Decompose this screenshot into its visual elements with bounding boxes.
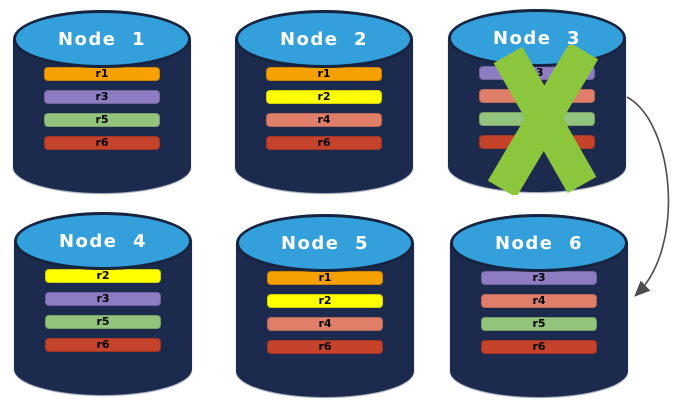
row-list: r1 r2 r4 r6 — [267, 271, 383, 354]
row-bar: r2 — [266, 90, 382, 104]
node-4: Node 4 r2 r3 r5 r6 — [14, 212, 192, 395]
row-bar: r1 — [267, 271, 383, 285]
row-bar: r5 — [44, 113, 160, 127]
row-bar: r4 — [267, 317, 383, 331]
cylinder-top: Node 2 — [235, 10, 413, 68]
row-bar: r6 — [44, 136, 160, 150]
row-bar: r1 — [44, 67, 160, 81]
row-list: r1 r2 r4 r6 — [266, 67, 382, 150]
node-title: Node 6 — [494, 232, 584, 254]
row-bar: r5 — [45, 315, 161, 329]
node-title: Node 1 — [57, 28, 147, 50]
row-bar: r1 — [266, 67, 382, 81]
row-bar: r6 — [45, 338, 161, 352]
cylinder-top: Node 1 — [13, 10, 191, 68]
cylinder-top: Node 3 — [448, 9, 626, 67]
row-bar: r2 — [267, 294, 383, 308]
row-bar: r4 — [481, 294, 597, 308]
cylinder-top: Node 6 — [450, 214, 628, 272]
node-title: Node 4 — [58, 230, 148, 252]
node-5: Node 5 r1 r2 r4 r6 — [236, 214, 414, 397]
cylinder-top: Node 5 — [236, 214, 414, 272]
node-2: Node 2 r1 r2 r4 r6 — [235, 10, 413, 193]
row-bar: r4 — [266, 113, 382, 127]
failure-x-icon — [487, 45, 599, 195]
node-title: Node 5 — [280, 232, 370, 254]
node-6: Node 6 r3 r4 r5 r6 — [450, 214, 628, 397]
cylinder-top: Node 4 — [14, 212, 192, 270]
row-bar: r2 — [45, 269, 161, 283]
row-list: r1 r3 r5 r6 — [44, 67, 160, 150]
row-bar: r6 — [481, 340, 597, 354]
node-1: Node 1 r1 r3 r5 r6 — [13, 10, 191, 193]
row-bar: r6 — [266, 136, 382, 150]
row-list: r3 r4 r5 r6 — [481, 271, 597, 354]
row-bar: r3 — [481, 271, 597, 285]
node-title: Node 3 — [492, 27, 582, 49]
node-title: Node 2 — [279, 28, 369, 50]
row-bar: r3 — [44, 90, 160, 104]
row-bar: r6 — [267, 340, 383, 354]
row-bar: r3 — [45, 292, 161, 306]
row-bar: r5 — [481, 317, 597, 331]
row-list: r2 r3 r5 r6 — [45, 269, 161, 352]
